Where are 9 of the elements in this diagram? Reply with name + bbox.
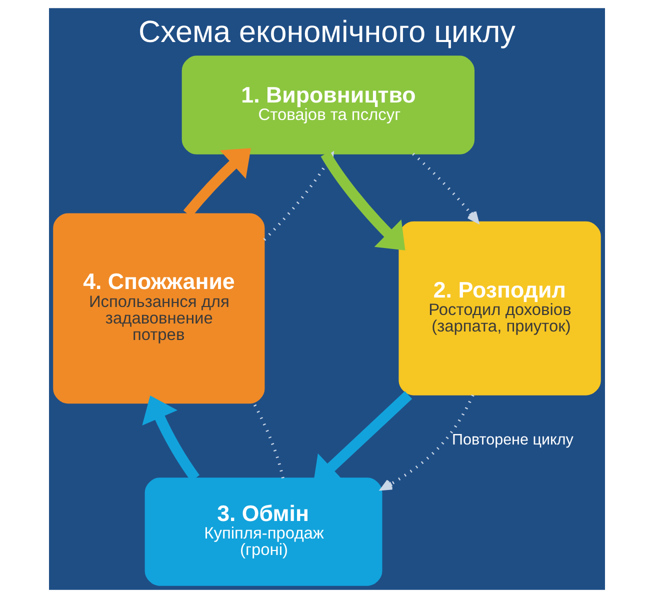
edge-label: Повторене циклу (452, 432, 573, 449)
diagram-title: Схема економічного циклу (138, 14, 515, 49)
arrow (380, 394, 474, 491)
arrow (412, 152, 478, 224)
connector (252, 402, 284, 479)
node-box: 2. Розподил Ростодил доховіов (зарпата, приуток) (398, 221, 600, 396)
node-box: 3. Обмін Купіпля-продаж (гроні) (144, 478, 382, 586)
node-box: 1. Вировництво Стоваjов та пслсуг (181, 56, 474, 154)
node-box: 4. Спожжание Использаннся для задавовнение потрев (52, 213, 264, 404)
